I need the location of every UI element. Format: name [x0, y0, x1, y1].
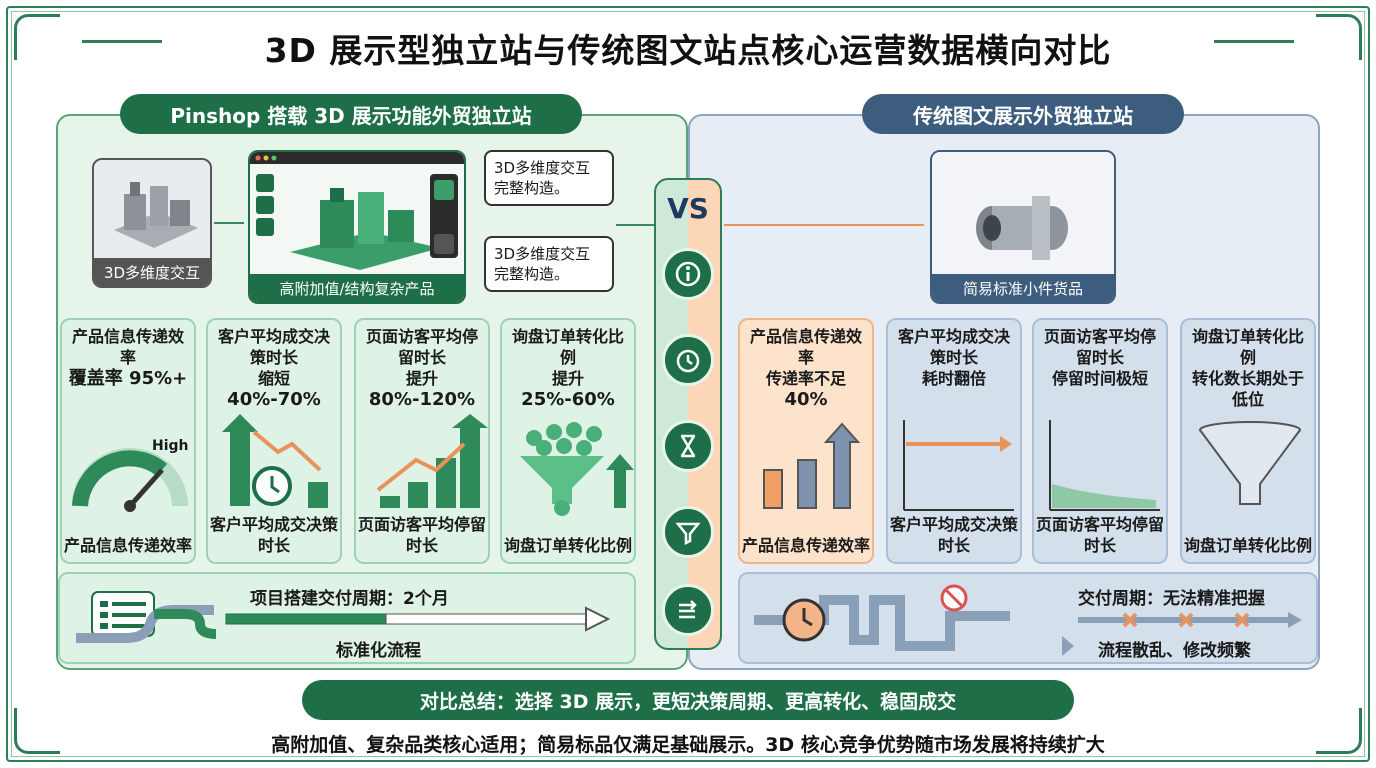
metric-sub: 转化数长期处于低位 — [1191, 369, 1304, 409]
metric-footer: 页面访客平均停留时长 — [357, 515, 486, 555]
process-icon — [662, 584, 714, 636]
metric-sub: 缩短 — [257, 369, 290, 388]
metric-title: 客户平均成交决策时长 — [897, 327, 1010, 367]
arrow — [616, 224, 654, 226]
metric-value: 80%-120% — [368, 389, 476, 410]
corner-ornament — [14, 708, 60, 754]
corner-ornament — [1316, 708, 1362, 754]
conversion-funnel-chart — [520, 422, 634, 516]
clock-icon — [662, 334, 714, 386]
dwell-time-area-chart — [1049, 420, 1160, 511]
metric-title: 客户平均成交决策时长 — [217, 327, 330, 367]
corner-ornament — [1316, 14, 1362, 60]
metric-title: 页面访客平均停留时长 — [365, 327, 478, 367]
outer-frame — [6, 6, 1370, 762]
metric-card: 产品信息传递效率覆盖率 95%+ High 产品信息传递效率 — [60, 318, 196, 564]
double-arrow — [724, 224, 924, 226]
standard-flow-illustration — [76, 591, 611, 643]
flow-subtitle: 流程散乱、修改频繁 — [1098, 641, 1251, 661]
info-icon — [662, 248, 714, 300]
3d-viewer-illustration — [250, 152, 464, 278]
inner-frame — [11, 11, 1365, 757]
right-header: 传统图文展示外贸独立站 — [862, 94, 1184, 134]
metric-title: 询盘订单转化比例 — [511, 327, 624, 367]
metric-title: 产品信息传递效率 — [71, 327, 184, 367]
gauge-icon — [72, 448, 188, 512]
chaotic-flow-illustration — [754, 584, 1302, 656]
bottom-note: 高附加值、复杂品类核心适用；简易标品仅满足基础展示。3D 核心竞争优势随市场发展… — [271, 734, 1105, 756]
metric-footer: 客户平均成交决策时长 — [889, 515, 1018, 555]
flow-subtitle: 标准化流程 — [336, 641, 421, 661]
arrow — [214, 222, 244, 224]
funnel-icon — [662, 506, 714, 558]
metric-title: 询盘订单转化比例 — [1191, 327, 1304, 367]
left-header: Pinshop 搭载 3D 展示功能外贸独立站 — [120, 94, 582, 134]
note-callout: 3D多维度交互完整构造。 — [484, 236, 614, 292]
metric-value: 40%-70% — [227, 389, 321, 410]
corner-ornament — [14, 14, 60, 60]
metric-card: 客户平均成交决策时长耗时翻倍 客户平均成交决策时长 — [886, 318, 1022, 564]
bushing-icon — [932, 152, 1114, 278]
metric-card: 页面访客平均停留时长停留时间极短 页面访客平均停留时长 — [1032, 318, 1168, 564]
metric-sub: 提升 — [405, 369, 438, 388]
metric-footer: 询盘订单转化比例 — [503, 536, 632, 555]
growth-bar-chart — [376, 414, 488, 508]
left-flow-box: 项目搭建交付周期：2个月 标准化流程 — [58, 572, 636, 664]
metric-card: 询盘订单转化比例转化数长期处于低位 询盘订单转化比例 — [1180, 318, 1316, 564]
model-caption: 3D多维度交互 — [94, 258, 210, 286]
note-callout: 3D多维度交互完整构造。 — [484, 150, 614, 206]
metric-value: 覆盖率 95%+ — [68, 368, 188, 389]
low-efficiency-bar-chart — [763, 422, 861, 509]
metric-footer: 客户平均成交决策时长 — [209, 515, 338, 555]
metric-footer: 询盘订单转化比例 — [1183, 536, 1312, 555]
time-axis-chart — [903, 420, 1014, 511]
product-card: 简易标准小件货品 — [930, 150, 1116, 304]
product-caption: 简易标准小件货品 — [932, 274, 1114, 302]
right-flow-box: 交付周期：无法精准把握 流程散乱、修改频繁 — [738, 572, 1318, 664]
metric-sub: 耗时翻倍 — [921, 369, 986, 388]
vs-label: VS — [667, 192, 709, 225]
metric-footer: 产品信息传递效率 — [63, 536, 192, 555]
metric-sub: 传递率不足 — [765, 369, 846, 388]
metric-value: 25%-60% — [521, 389, 615, 410]
summary-pill: 对比总结：选择 3D 展示，更短决策周期、更高转化、稳固成交 — [302, 680, 1074, 720]
empty-funnel-icon — [1199, 421, 1301, 505]
gauge-label: High — [152, 438, 189, 454]
machine-icon — [94, 160, 210, 260]
title-deco — [1214, 40, 1294, 43]
flow-title: 交付周期：无法精准把握 — [1078, 589, 1265, 609]
screen-caption: 高附加值/结构复杂产品 — [250, 274, 464, 302]
metric-sub: 提升 — [551, 369, 584, 388]
hourglass-icon — [662, 420, 714, 472]
decision-time-chart — [222, 414, 328, 508]
metric-footer: 页面访客平均停留时长 — [1035, 515, 1164, 555]
metric-title: 页面访客平均停留时长 — [1043, 327, 1156, 367]
screen-card: 高附加值/结构复杂产品 — [248, 150, 466, 304]
metric-sub: 停留时间极短 — [1051, 369, 1148, 388]
flow-title: 项目搭建交付周期：2个月 — [250, 589, 449, 609]
metric-value: 40% — [784, 389, 828, 410]
metric-footer: 产品信息传递效率 — [741, 536, 870, 555]
metric-title: 产品信息传递效率 — [749, 327, 862, 367]
page-title: 3D 展示型独立站与传统图文站点核心运营数据横向对比 — [264, 31, 1112, 70]
model-card: 3D多维度交互 — [92, 158, 212, 288]
title-deco — [82, 40, 162, 43]
